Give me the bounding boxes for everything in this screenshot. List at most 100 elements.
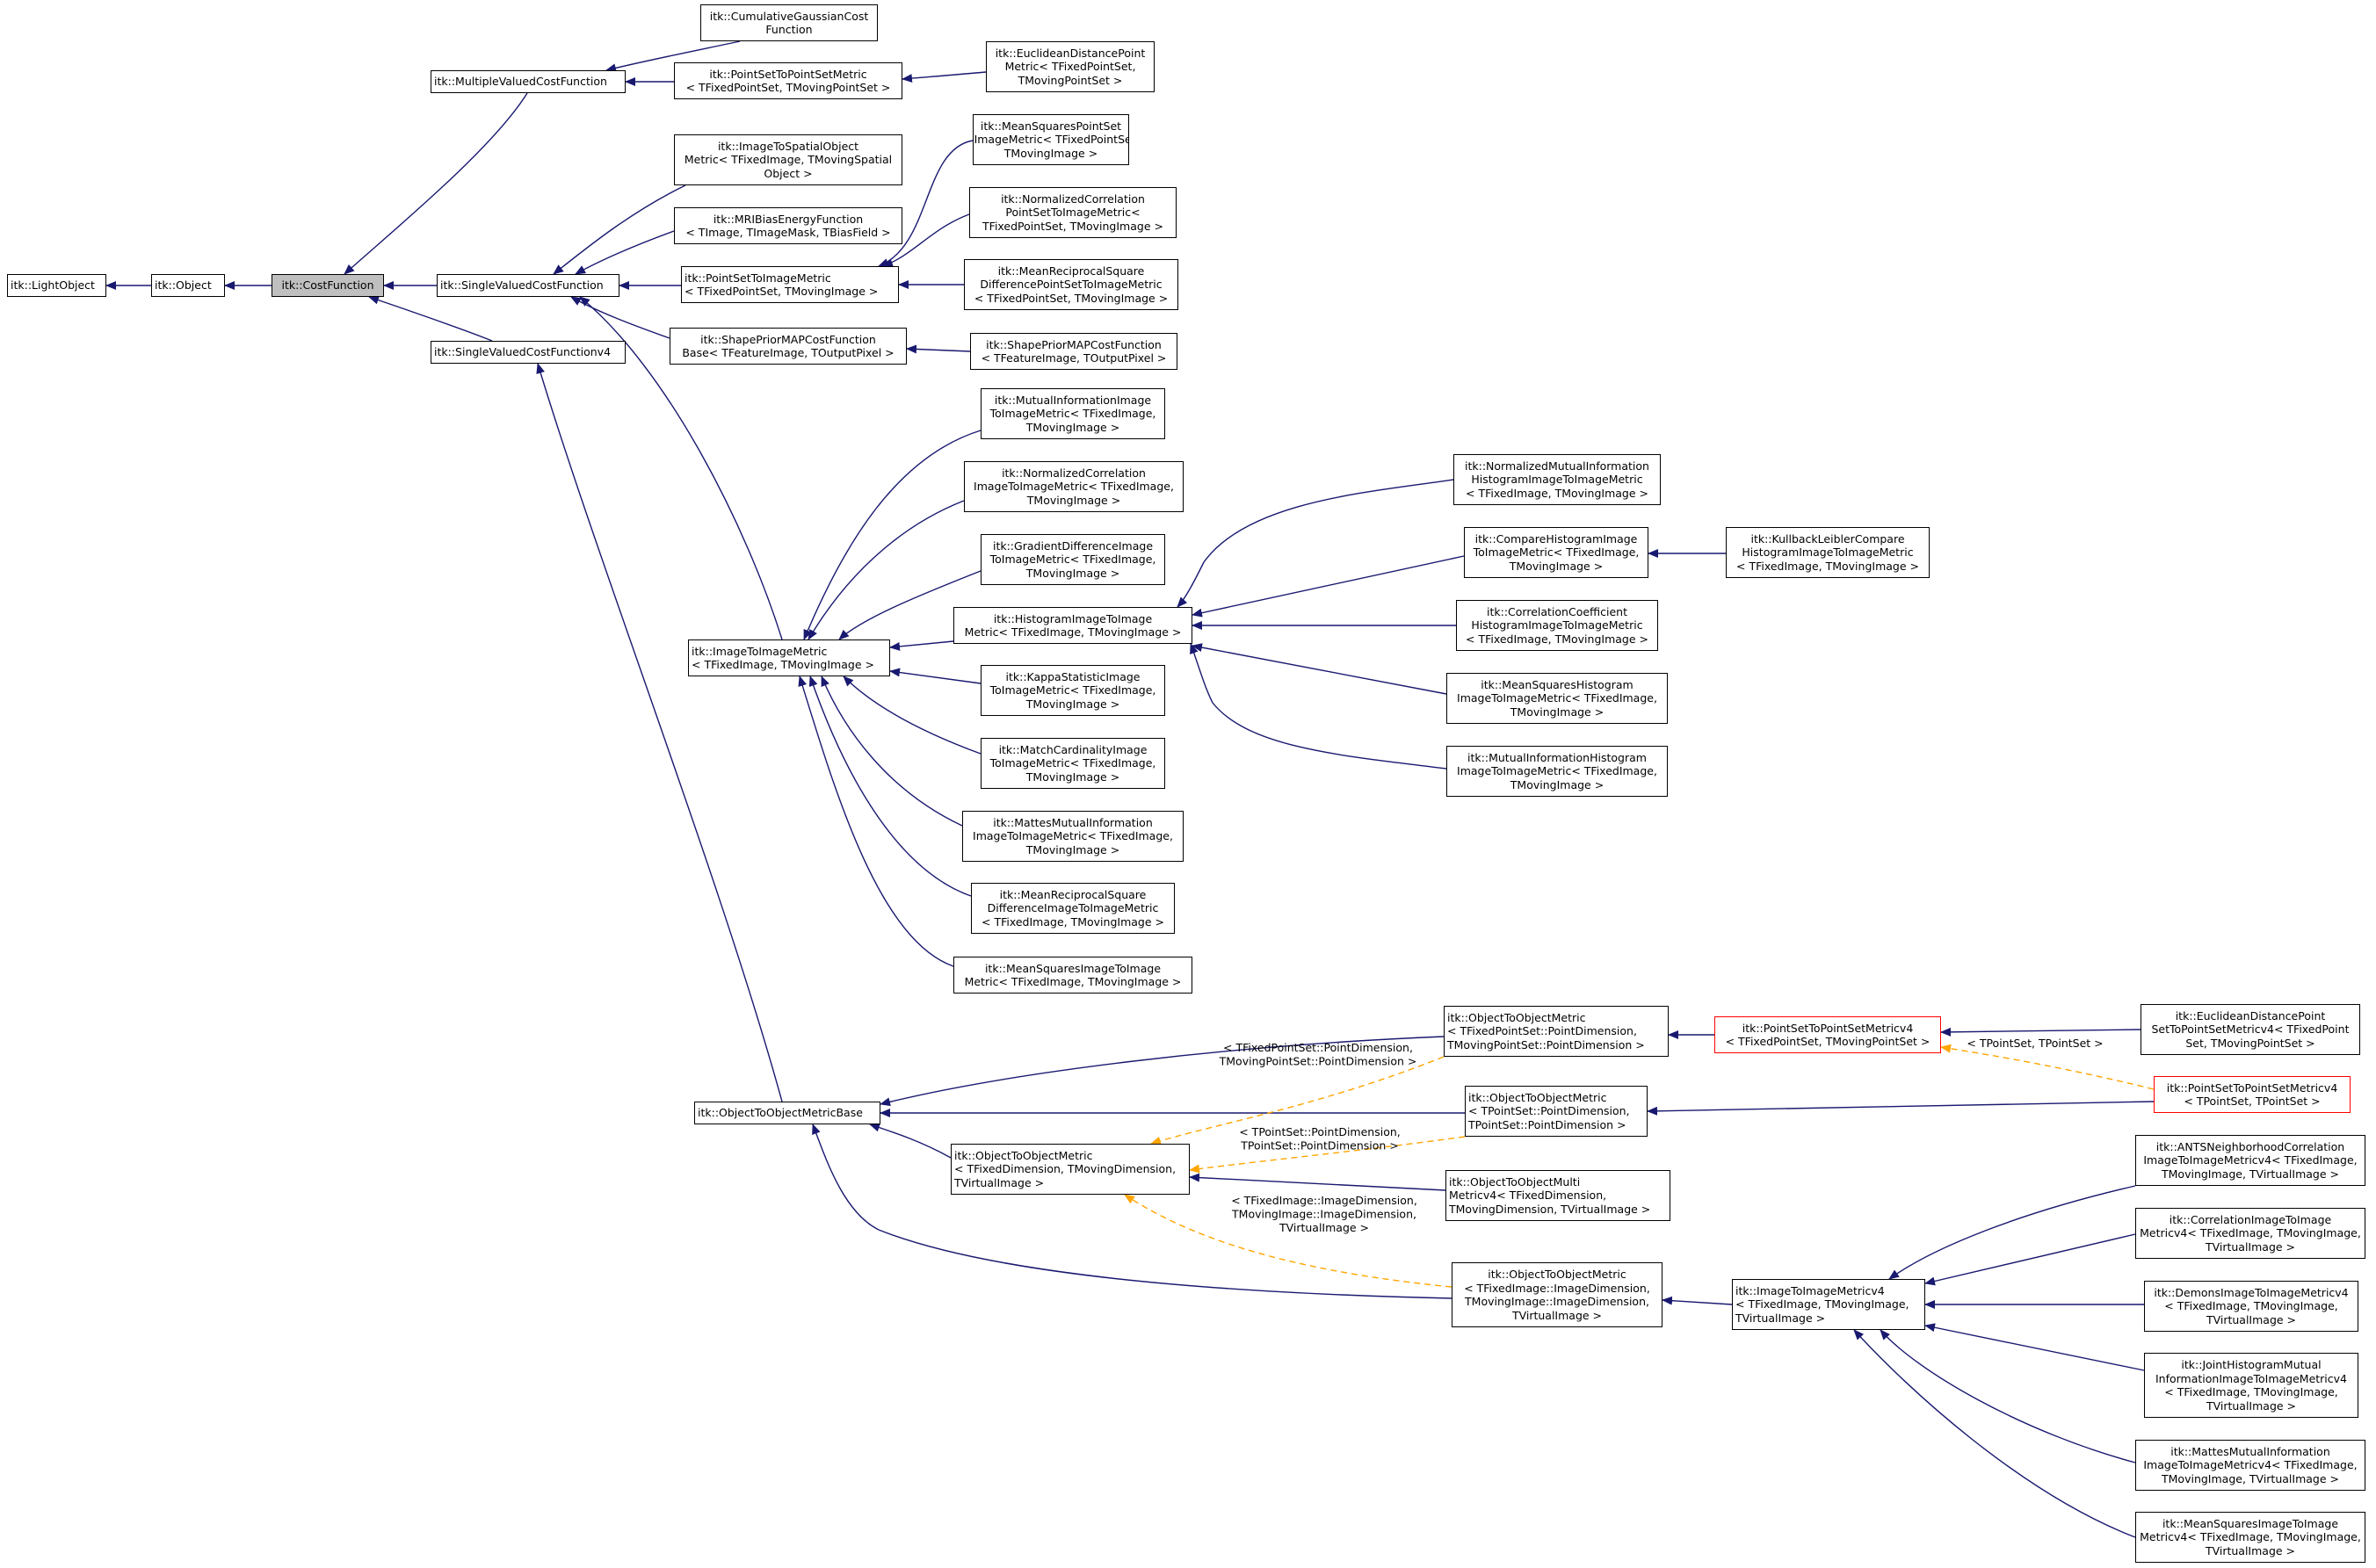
class-node-label-line: itk::ObjectToObjectMetric <box>954 1148 1093 1162</box>
class-node-label-line: itk::JointHistogramMutual <box>2181 1358 2322 1371</box>
class-node-label-line: TMovingImage > <box>1025 770 1120 784</box>
edge-mutual-information-histogram-to-histogram <box>1190 643 1447 770</box>
class-node-label-line: itk::MultipleValuedCostFunction <box>434 75 607 89</box>
class-node-label-line: ImageToImageMetricv4< TFixedImage, <box>2143 1153 2358 1167</box>
class-node-label-line: itk::ImageToImageMetricv4 <box>1735 1283 1885 1297</box>
class-node-image-to-image-metricv4[interactable]: itk::ImageToImageMetricv4< TFixedImage, … <box>1732 1279 1925 1330</box>
class-node-label-line: itk::ShapePriorMAPCostFunction <box>986 337 1162 351</box>
class-node-demons-image-to-image-metricv4[interactable]: itk::DemonsImageToImageMetricv4< TFixedI… <box>2144 1281 2358 1332</box>
class-node-label-line: Object > <box>764 166 813 180</box>
edge-shape-prior-base-to-single-valued <box>570 296 670 339</box>
class-node-label-line: TMovingImage > <box>1025 566 1120 580</box>
edge-cumulative-gaussian-to-multiple-valued <box>605 40 741 73</box>
class-node-label-line: itk::ObjectToObjectMetricBase <box>698 1106 863 1120</box>
edge-object-to-object-metric-generic-to-base <box>869 1123 952 1159</box>
class-node-point-set-to-point-set-metricv4-fixed-moving[interactable]: itk::PointSetToPointSetMetricv4< TFixedP… <box>1714 1016 1941 1053</box>
edge-normalized-mutual-information-to-histogram <box>1177 479 1454 608</box>
class-node-object-to-object-metric-point-set[interactable]: itk::ObjectToObjectMetric< TFixedPointSe… <box>1444 1006 1669 1057</box>
edge-mean-squares-histogram-to-histogram <box>1192 643 1447 695</box>
class-node-object-to-object-metric-tpointset[interactable]: itk::ObjectToObjectMetric< TPointSet::Po… <box>1465 1086 1648 1137</box>
class-node-shape-prior-map-cost-function[interactable]: itk::ShapePriorMAPCostFunction< TFeature… <box>970 333 1177 370</box>
class-node-multiple-valued-cost-function[interactable]: itk::MultipleValuedCostFunction <box>431 70 626 93</box>
edge-euclidean-distance-v4-to-point-set-v4 <box>1940 1027 2141 1037</box>
class-node-label-line: itk::ImageToImageMetric <box>692 644 828 658</box>
class-node-label-line: itk::ObjectToObjectMetric <box>1447 1010 1586 1024</box>
edge-image-to-image-metricv4-to-object-metric-image <box>1662 1296 1733 1305</box>
class-node-image-to-image-metric[interactable]: itk::ImageToImageMetric< TFixedImage, TM… <box>688 639 890 676</box>
class-node-object[interactable]: itk::Object <box>151 274 225 297</box>
class-node-mri-bias-energy-function[interactable]: itk::MRIBiasEnergyFunction< TImage, TIma… <box>674 207 902 244</box>
edge-template-point-set-dims <box>1150 1056 1445 1145</box>
class-node-label-line: < TFixedImage, TMovingImage, <box>1735 1297 1909 1311</box>
class-node-label-line: < TFixedImage, TMovingImage, <box>2164 1299 2338 1313</box>
class-node-label-line: DifferenceImageToImageMetric <box>987 901 1159 915</box>
class-node-label-line: itk::CorrelationCoefficient <box>1487 604 1627 618</box>
edge-mean-squares-v4-to-image-to-image-v4 <box>1853 1329 2136 1538</box>
class-node-label-line: itk::NormalizedCorrelation <box>1001 191 1145 206</box>
class-node-label-line: < TPointSet::PointDimension, <box>1468 1104 1630 1118</box>
class-node-label-line: ImageToImageMetricv4< TFixedImage, <box>2143 1458 2358 1472</box>
class-node-label-line: < TFixedPointSet, TMovingPointSet > <box>685 81 891 94</box>
class-node-label-line: Metric< TFixedImage, TMovingImage > <box>964 975 1182 988</box>
class-node-point-set-to-point-set-metricv4-tpointset[interactable]: itk::PointSetToPointSetMetricv4< TPointS… <box>2154 1076 2351 1113</box>
class-node-label-line: itk::PointSetToPointSetMetricv4 <box>2166 1080 2338 1095</box>
edge-label-label-tpointset-pair: < TPointSet, TPointSet > <box>1967 1037 2103 1050</box>
class-node-label-line: itk::Object <box>155 278 212 293</box>
class-node-label-line: Set, TMovingPointSet > <box>2185 1036 2315 1050</box>
class-node-label-line: TMovingImage > <box>1509 559 1604 573</box>
class-node-object-to-object-metric-base[interactable]: itk::ObjectToObjectMetricBase <box>694 1102 880 1124</box>
class-node-label-line: itk::MeanSquaresHistogram <box>1481 677 1634 691</box>
class-node-light-object[interactable]: itk::LightObject <box>7 274 106 297</box>
class-node-label-line: Base< TFeatureImage, TOutputPixel > <box>682 346 895 359</box>
class-node-label-line: ToImageMetric< TFixedImage, <box>989 407 1156 421</box>
class-node-label-line: TVirtualImage > <box>2205 1239 2296 1254</box>
class-node-point-set-to-point-set-metric[interactable]: itk::PointSetToPointSetMetric< TFixedPoi… <box>674 62 902 99</box>
class-node-single-valued-cost-function[interactable]: itk::SingleValuedCostFunction <box>437 274 619 297</box>
class-node-label-line: itk::LightObject <box>11 278 95 293</box>
class-node-label-line: < TFixedPointSet, TMovingImage > <box>685 285 879 298</box>
class-node-label-line: TMovingImage > <box>1025 697 1120 711</box>
class-node-object-to-object-metric-image[interactable]: itk::ObjectToObjectMetric< TFixedImage::… <box>1452 1262 1662 1327</box>
class-node-cost-function[interactable]: itk::CostFunction <box>272 274 384 297</box>
class-node-single-valued-cost-functionv4[interactable]: itk::SingleValuedCostFunctionv4 <box>431 341 626 364</box>
class-node-mean-squares-point-set-to-image-metric[interactable]: itk::MeanSquaresPointSetToImageMetric< T… <box>973 114 1129 165</box>
edge-euclidean-distance-point-to-point-set-metric <box>902 71 987 83</box>
edge-image-to-image-metric-to-single-valued <box>579 296 783 640</box>
class-node-point-set-to-image-metric[interactable]: itk::PointSetToImageMetric< TFixedPointS… <box>681 266 899 303</box>
class-node-label-line: < TFixedImage, TMovingImage > <box>1466 632 1648 646</box>
class-node-label-line: TMovingImage > <box>1025 420 1120 434</box>
class-node-label-line: itk::MutualInformationImage <box>994 393 1152 407</box>
edge-kappa-statistic-to-image-to-image <box>889 668 982 684</box>
class-node-label-line: TMovingImage > <box>1003 146 1098 160</box>
edge-mattes-v4-to-image-to-image-v4 <box>1880 1329 2136 1463</box>
class-node-object-to-object-metric-generic[interactable]: itk::ObjectToObjectMetric< TFixedDimensi… <box>951 1144 1190 1195</box>
